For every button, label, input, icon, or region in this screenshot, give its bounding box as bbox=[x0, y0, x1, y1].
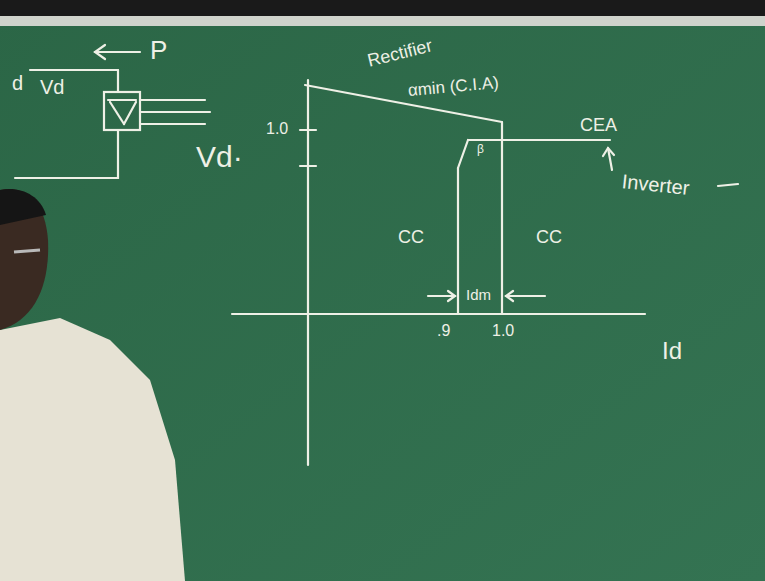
inverter-beta bbox=[458, 140, 468, 168]
angle-label: β bbox=[477, 143, 484, 156]
board-rail bbox=[0, 16, 765, 26]
voltage-label: Vd· bbox=[196, 140, 243, 173]
axis-label: Id bbox=[662, 338, 682, 364]
axis-tick bbox=[300, 129, 316, 131]
hair bbox=[0, 189, 46, 225]
dc-wire bbox=[117, 70, 119, 92]
dc-wire bbox=[30, 69, 118, 71]
axis-value: 1.0 bbox=[492, 322, 514, 340]
axis-tick bbox=[300, 165, 316, 167]
dc-wire bbox=[100, 130, 118, 178]
board-frame bbox=[0, 0, 765, 16]
current-label: d bbox=[12, 72, 23, 94]
idm-arrow bbox=[428, 295, 455, 297]
power-label: P bbox=[150, 36, 167, 65]
margin-label: Idm bbox=[466, 287, 491, 304]
curve-label: αmin (C.I.A) bbox=[407, 74, 499, 101]
vd-axis bbox=[307, 80, 309, 465]
inverter-cc bbox=[457, 168, 459, 314]
converter-symbol bbox=[104, 92, 140, 130]
voltage-label: Vd bbox=[40, 76, 64, 98]
mode-label: CC bbox=[398, 228, 424, 248]
rectifier-cc bbox=[501, 122, 503, 314]
dc-wire bbox=[15, 177, 100, 179]
id-axis bbox=[232, 313, 645, 315]
arrow-head bbox=[448, 291, 455, 301]
dash-mark bbox=[718, 184, 738, 186]
lecturer bbox=[0, 189, 185, 581]
curve-label: Rectifier bbox=[366, 36, 435, 71]
ac-wire bbox=[140, 99, 205, 101]
converter-symbol bbox=[124, 102, 136, 124]
arrow-head bbox=[603, 148, 614, 156]
ac-wire bbox=[140, 123, 205, 125]
converter-symbol bbox=[110, 102, 124, 124]
curve-label: CEA bbox=[580, 116, 617, 136]
arrow-head bbox=[506, 291, 513, 301]
shirt bbox=[0, 318, 185, 581]
ac-wire bbox=[140, 111, 210, 113]
idm-arrow bbox=[506, 295, 545, 297]
power-arrow bbox=[95, 51, 140, 53]
glasses bbox=[14, 250, 40, 252]
axis-value: .9 bbox=[437, 322, 450, 340]
axis-value: 1.0 bbox=[266, 120, 288, 138]
inverter-cea bbox=[468, 139, 610, 141]
converter-symbol bbox=[108, 99, 136, 101]
curve-label: Inverter bbox=[621, 170, 691, 199]
head bbox=[0, 189, 48, 330]
mode-label: CC bbox=[536, 228, 562, 248]
arrow-head bbox=[95, 45, 105, 59]
